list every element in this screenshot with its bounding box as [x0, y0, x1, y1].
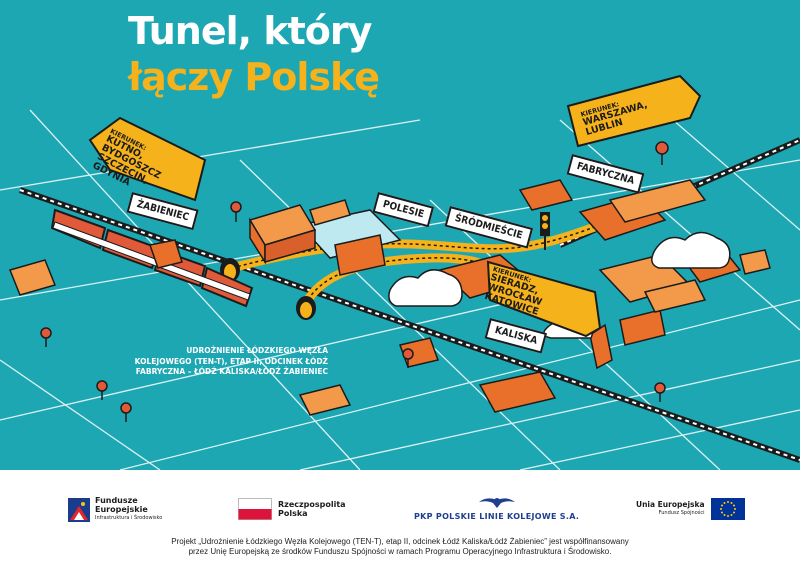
pkp-wings-icon [478, 498, 515, 508]
fundusze-emblem-icon [68, 497, 90, 522]
direction-sign-shapes [88, 74, 702, 338]
cofinancing-note-line-1: Projekt „Udrożnienie Łódzkiego Węzła Kol… [171, 537, 629, 546]
cofinancing-note: Projekt „Udrożnienie Łódzkiego Węzła Kol… [0, 537, 800, 557]
logo-unia-europejska: Unia Europejska Fundusz Spójności [636, 498, 745, 520]
rp-line-2: Polska [278, 509, 308, 518]
eu-flag-icon [710, 498, 745, 520]
logo-pkp-plk: PKP POLSKIE LINIE KOLEJOWE S.A. [414, 494, 579, 521]
fundusze-line-3: Infrastruktura i Środowisko [95, 515, 163, 521]
ue-line-2: Fundusz Spójności [658, 510, 705, 516]
clouds [388, 231, 731, 339]
logo-rzeczpospolita-polska: Rzeczpospolita Polska [238, 498, 346, 520]
cofinancing-note-line-2: przez Unię Europejską ze środków Fundusz… [188, 547, 612, 556]
footer-logos: Fundusze Europejskie Infrastruktura i Śr… [0, 470, 800, 561]
rp-line-1: Rzeczpospolita [278, 500, 346, 509]
project-caption: UDROŻNIENIE ŁÓDZKIEGO WĘZŁA KOLEJOWEGO (… [134, 346, 328, 376]
title-line-1: Tunel, który [128, 9, 372, 53]
illustration-poster: Tunel, który łączy Polskę ŻABIENIEC POLE… [0, 0, 800, 470]
ue-line-1: Unia Europejska [636, 500, 705, 509]
fundusze-line-2: Europejskie [95, 505, 148, 514]
pkp-text: PKP POLSKIE LINIE KOLEJOWE S.A. [414, 512, 580, 521]
traffic-light [540, 212, 550, 250]
fundusze-line-1: Fundusze [95, 496, 138, 505]
title-line-2: łączy Polskę [128, 55, 380, 99]
trees [40, 141, 669, 422]
logo-fundusze-europejskie: Fundusze Europejskie Infrastruktura i Śr… [68, 496, 162, 523]
city-map-illustration [0, 74, 800, 470]
train [50, 208, 254, 308]
polish-flag-icon [238, 498, 272, 520]
